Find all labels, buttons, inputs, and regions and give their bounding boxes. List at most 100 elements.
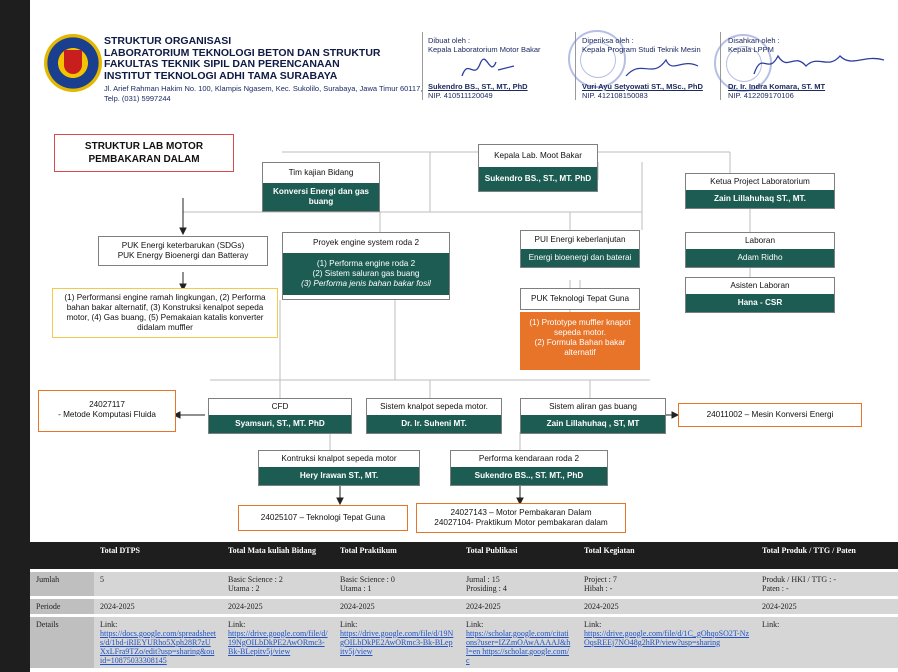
document-header: STRUKTUR ORGANISASI LABORATORIUM TEKNOLO… xyxy=(30,28,898,116)
box-name: Adam Ridho xyxy=(686,249,834,267)
table-header xyxy=(30,542,94,570)
signature-role: Kepala Laboratorium Motor Bakar xyxy=(428,45,541,54)
box-name: Zain Lillahuhaq , ST, MT xyxy=(521,415,665,433)
link-label: Link: xyxy=(100,619,118,629)
institute-logo xyxy=(44,34,102,92)
cell-line: 5 xyxy=(100,574,104,584)
table-cell: Link:https://drive.google.com/file/d/1C_… xyxy=(578,613,756,668)
box-tim-kajian: Tim kajian Bidang Konversi Energi dan ga… xyxy=(262,162,380,212)
box-label: Tim kajian Bidang xyxy=(288,168,354,177)
box-pui-energi: PUI Energi keberlanjutan Energi bioenerg… xyxy=(520,230,640,268)
box-label: Asisten Laboran xyxy=(730,281,790,290)
box-name: Energi bioenergi dan baterai xyxy=(521,249,639,267)
cell-line: Utama : 2 xyxy=(228,583,260,593)
box-asisten-laboran: Asisten Laboran Hana - CSR xyxy=(685,277,835,313)
table-cell: Link:https://docs.google.com/spreadsheet… xyxy=(94,613,222,668)
details-link[interactable]: https://scholar.google.com/citations?use… xyxy=(466,628,571,665)
table-cell: 2024-2025 xyxy=(756,595,898,615)
row-label: Periode xyxy=(30,595,94,615)
signature-role: Kepala Program Studi Teknik Mesin xyxy=(582,45,701,54)
proyek-items: (1) Performa engine roda 2 (2) Sistem sa… xyxy=(283,253,449,295)
box-label: Proyek engine system roda 2 xyxy=(312,238,420,247)
box-kontruksi-knalpot: Kontruksi knalpot sepeda motor Hery Iraw… xyxy=(258,450,420,486)
box-proyek-engine: Proyek engine system roda 2 (1) Performa… xyxy=(282,232,450,300)
stamp-seal xyxy=(568,30,626,88)
cell-line: Paten : - xyxy=(762,583,789,593)
proyek-item: (1) Performa engine roda 2 xyxy=(316,259,416,268)
cell-line: Produk / HKI / TTG : - xyxy=(762,574,837,584)
org-line: FAKULTAS TEKNIK SIPIL DAN PERENCANAAN xyxy=(104,58,340,70)
table-header: Total Mata kuliah Bidang xyxy=(222,542,334,570)
cell-line: Jurnal : 15 xyxy=(466,574,500,584)
signature-role: Kepala LPPM xyxy=(728,45,774,54)
box-label: Performa kendaraan roda 2 xyxy=(478,454,580,463)
summary-table: Total DTPS Total Mata kuliah Bidang Tota… xyxy=(30,542,898,668)
row-label: Jumlah xyxy=(30,568,94,597)
cfd-note: 24027117 - Metode Komputasi Fluida xyxy=(38,390,176,432)
box-line: PUK Energy Bioenergi dan Batteray xyxy=(117,251,249,260)
cell-line: Hibah : - xyxy=(584,583,613,593)
link-label: Link: xyxy=(584,619,602,629)
table-cell: Link:https://drive.google.com/file/d/19N… xyxy=(222,613,334,668)
box-name: Sukendro BS.., ST. MT., PhD xyxy=(451,467,607,485)
table-cell: Produk / HKI / TTG : -Paten : - xyxy=(756,568,898,597)
details-link[interactable]: https://drive.google.com/file/d/19NgOILb… xyxy=(228,628,328,656)
details-link[interactable]: https://drive.google.com/file/d/19NgOILb… xyxy=(340,628,454,656)
table-cell: Link: xyxy=(756,613,898,668)
box-label: PUI Energi keberlanjutan xyxy=(534,235,626,244)
table-cell: 2024-2025 xyxy=(460,595,578,615)
table-header: Total Kegiatan xyxy=(578,542,756,570)
box-sistem-aliran: Sistem aliran gas buang Zain Lillahuhaq … xyxy=(520,398,666,434)
link-label: Link: xyxy=(762,619,780,629)
org-chart-connectors xyxy=(172,151,751,506)
cell-line: Utama : 1 xyxy=(340,583,372,593)
signature-block-reviewer: Diperiksa oleh : Kepala Program Studi Te… xyxy=(582,36,718,100)
table-header-row: Total DTPS Total Mata kuliah Bidang Tota… xyxy=(30,542,898,570)
table-header: Total Produk / TTG / Paten xyxy=(756,542,898,570)
box-label: Sistem aliran gas buang xyxy=(549,402,637,411)
box-kepala-lab: Kepala Lab. Moot Bakar Sukendro BS., ST.… xyxy=(478,144,598,192)
box-label: Kepala Lab. Moot Bakar xyxy=(494,151,582,160)
table-cell: 2024-2025 xyxy=(222,595,334,615)
signature-block-creator: Dibuat oleh : Kepala Laboratorium Motor … xyxy=(428,36,568,100)
kontruksi-note: 24025107 – Teknologi Tepat Guna xyxy=(238,505,408,531)
signature-block-approver: Disahkan oleh : Kepala LPPM Dr. Ir. Indr… xyxy=(728,36,885,100)
box-ketua-project: Ketua Project Laboratorium Zain Lillahuh… xyxy=(685,173,835,209)
box-line: PUK Energi keterbarukan (SDGs) xyxy=(121,241,245,250)
address: Jl. Arief Rahman Hakim No. 100, Klampis … xyxy=(104,84,423,103)
box-name: Syamsuri, ST., MT. PhD xyxy=(209,415,351,433)
puk-tepat-item: (1) Prototype muffler knapot sepeda moto… xyxy=(529,318,631,337)
org-line: STRUKTUR ORGANISASI xyxy=(104,35,232,47)
details-link[interactable]: https://docs.google.com/spreadsheets/d/1… xyxy=(100,628,216,665)
box-name: Dr. Ir. Suheni MT. xyxy=(367,415,501,433)
cell-line: Basic Science : 0 xyxy=(340,574,395,584)
table-cell: Link:https://scholar.google.com/citation… xyxy=(460,613,578,668)
puk-tepat-guna-items: (1) Prototype muffler knapot sepeda moto… xyxy=(520,312,640,370)
box-name: Konversi Energi dan gas buang xyxy=(263,183,379,211)
cfd-note-text: - Metode Komputasi Fluida xyxy=(58,410,156,419)
cell-line: Prosiding : 4 xyxy=(466,583,507,593)
cfd-note-code: 24027117 xyxy=(89,400,125,409)
chart-title-line: STRUKTUR LAB MOTOR xyxy=(84,141,204,152)
box-puk-energi: PUK Energi keterbarukan (SDGs) PUK Energ… xyxy=(98,236,268,266)
cell-line: Basic Science : 2 xyxy=(228,574,283,584)
handwritten-signature xyxy=(461,58,515,77)
link-label: Link: xyxy=(228,619,246,629)
puk-energi-note: (1) Performansi engine ramah lingkungan,… xyxy=(52,288,278,338)
table-cell: 2024-2025 xyxy=(578,595,756,615)
divider xyxy=(422,32,423,100)
proyek-item: (3) Performa jenis bahan bakar fosil xyxy=(301,279,431,288)
signature-name: Dr. Ir. Indra Komara, ST. MT xyxy=(728,82,826,91)
table-header: Total DTPS xyxy=(94,542,222,570)
table-header: Total Praktikum xyxy=(334,542,460,570)
org-line: INSTITUT TEKNOLOGI ADHI TAMA SURABAYA xyxy=(104,69,338,82)
box-label: Ketua Project Laboratorium xyxy=(710,177,810,186)
signature-role: Dibuat oleh : xyxy=(428,36,471,45)
details-link[interactable]: https://drive.google.com/file/d/1C_gOhqo… xyxy=(584,628,750,647)
handwritten-signature xyxy=(625,58,699,77)
